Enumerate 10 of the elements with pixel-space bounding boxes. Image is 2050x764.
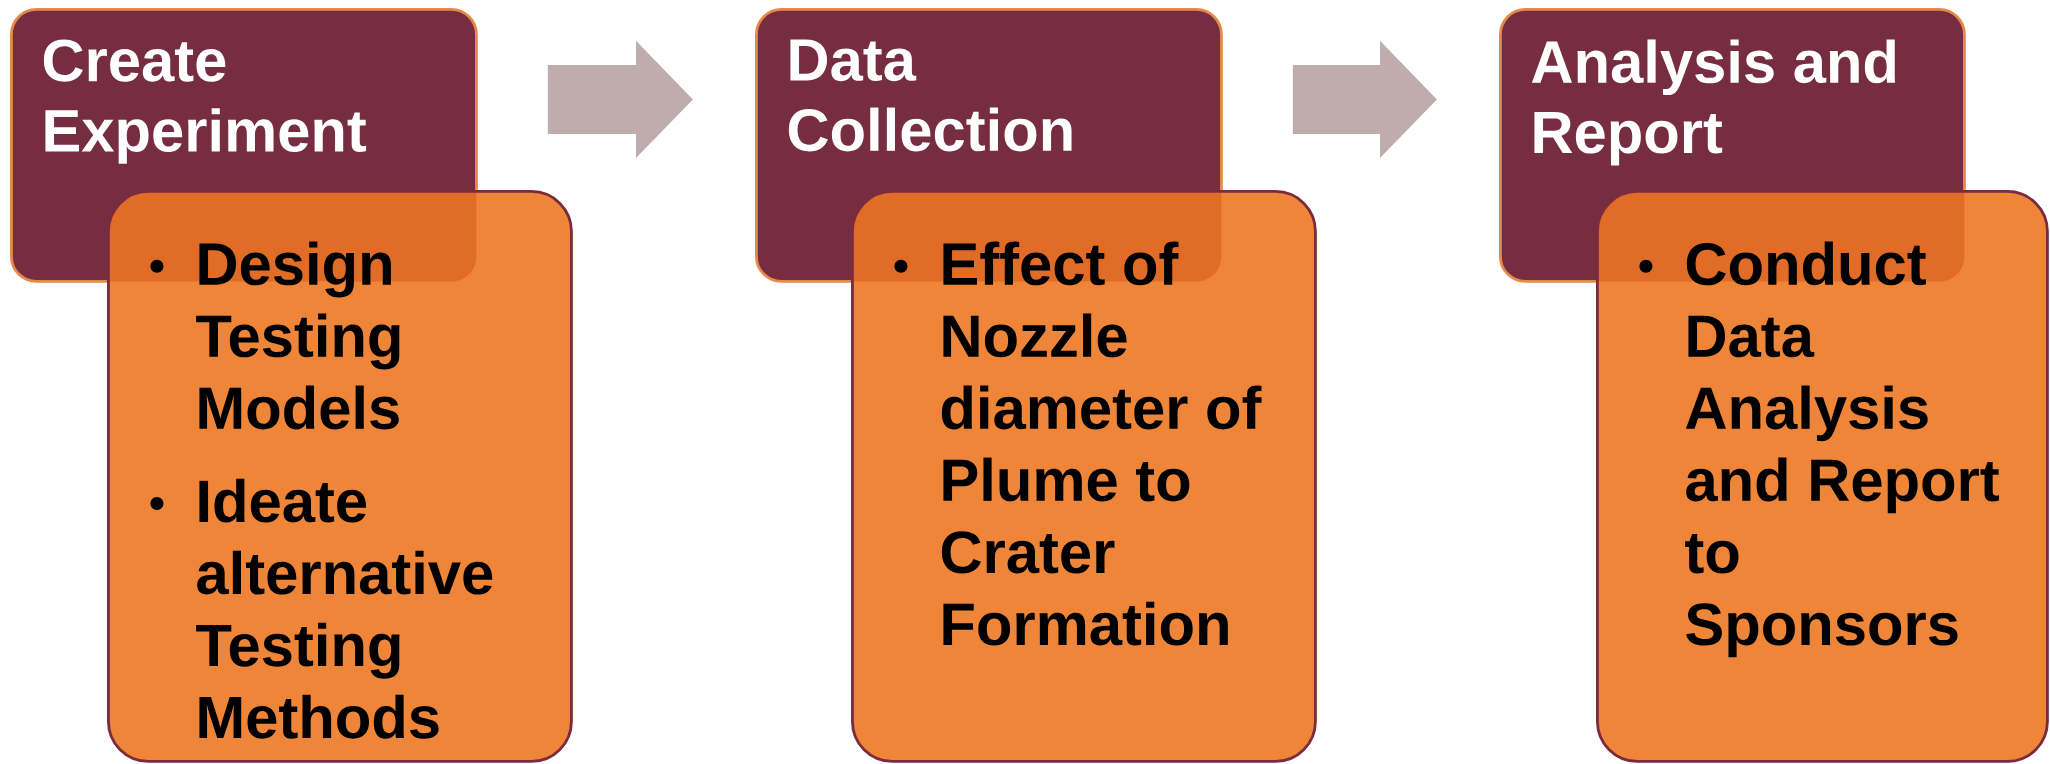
bullet-item: Ideate alternative Testing Methods (196, 478, 493, 739)
content-card (851, 190, 1317, 763)
content-card (107, 190, 573, 763)
step-title: Data Collection (788, 39, 1072, 152)
bullet-item: Design Testing Models (196, 241, 400, 430)
content-card (1596, 190, 2049, 763)
bullet-item: Conduct Data Analysis and Report to Sponsors (1685, 241, 1999, 658)
bullet-item: Effect of Nozzle diameter of Plume to Crater Formation (941, 241, 1262, 646)
step-title: Analysis and Report (1531, 39, 1895, 166)
step-title: Create Experiment (43, 39, 367, 164)
